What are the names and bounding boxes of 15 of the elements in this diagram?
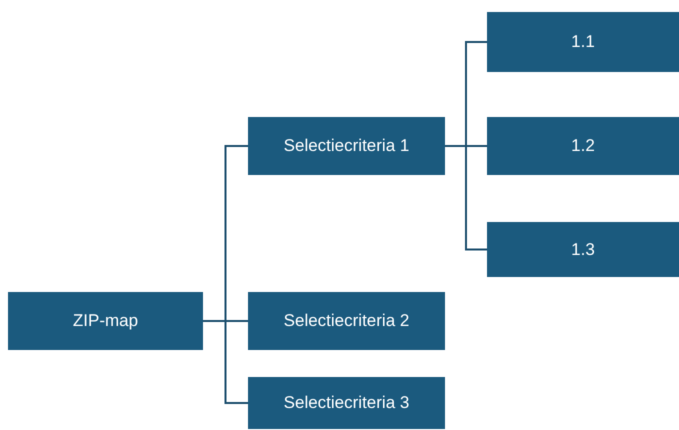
node-label: Selectiecriteria 1 [284, 135, 410, 158]
node-box [487, 12, 679, 72]
node-box [248, 292, 445, 350]
node-label: 1.3 [571, 238, 595, 261]
node-box [8, 292, 203, 350]
node-label: ZIP-map [72, 310, 138, 332]
node-box [487, 117, 679, 175]
node-box [487, 222, 679, 277]
connector-line [203, 320, 248, 404]
node-box [248, 117, 445, 175]
node-label: 1.2 [571, 135, 595, 158]
node-label: 1.1 [571, 31, 595, 54]
node-box [248, 377, 445, 429]
node-label: Selectiecriteria 3 [284, 392, 410, 414]
node-label: Selectiecriteria 2 [284, 310, 410, 332]
